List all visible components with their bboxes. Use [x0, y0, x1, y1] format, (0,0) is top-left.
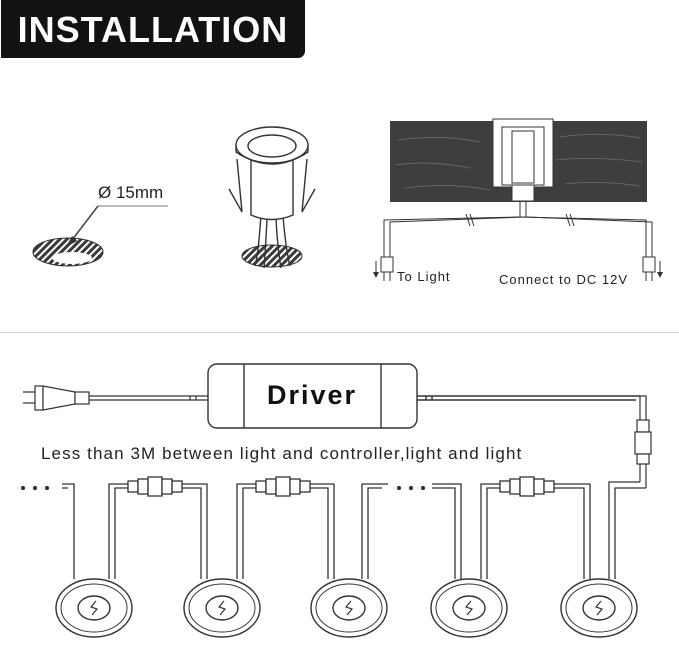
- lightning-bolt-icon: [89, 600, 99, 616]
- driver-label: Driver: [266, 380, 358, 410]
- installed-light: [373, 118, 663, 281]
- section-divider: [0, 332, 679, 333]
- title-badge: INSTALLATION: [1, 0, 305, 58]
- light-fixtures: [55, 578, 638, 638]
- lightning-bolt-icon: [344, 600, 354, 616]
- light-fixture: [560, 578, 638, 638]
- lightning-bolt-icon: [217, 600, 227, 616]
- light-fixture: [430, 578, 508, 638]
- hole-size-label: Ø 15mm: [98, 183, 164, 202]
- lightning-bolt-icon: [594, 600, 604, 616]
- drilled-hole: [32, 205, 168, 267]
- power-input-label: Connect to DC 12V: [499, 272, 629, 287]
- output-cable: [634, 395, 652, 488]
- distance-note: Less than 3M between light and controlle…: [41, 444, 523, 463]
- driver-box: [207, 363, 640, 429]
- to-light-label: To Light: [397, 269, 451, 284]
- lightning-bolt-icon: [464, 600, 474, 616]
- light-inserting: [228, 126, 316, 269]
- power-plug: [23, 385, 208, 411]
- light-fixture: [55, 578, 133, 638]
- title: INSTALLATION: [17, 9, 289, 50]
- lights-wiring: [20, 476, 646, 579]
- light-fixture: [310, 578, 388, 638]
- light-fixture: [183, 578, 261, 638]
